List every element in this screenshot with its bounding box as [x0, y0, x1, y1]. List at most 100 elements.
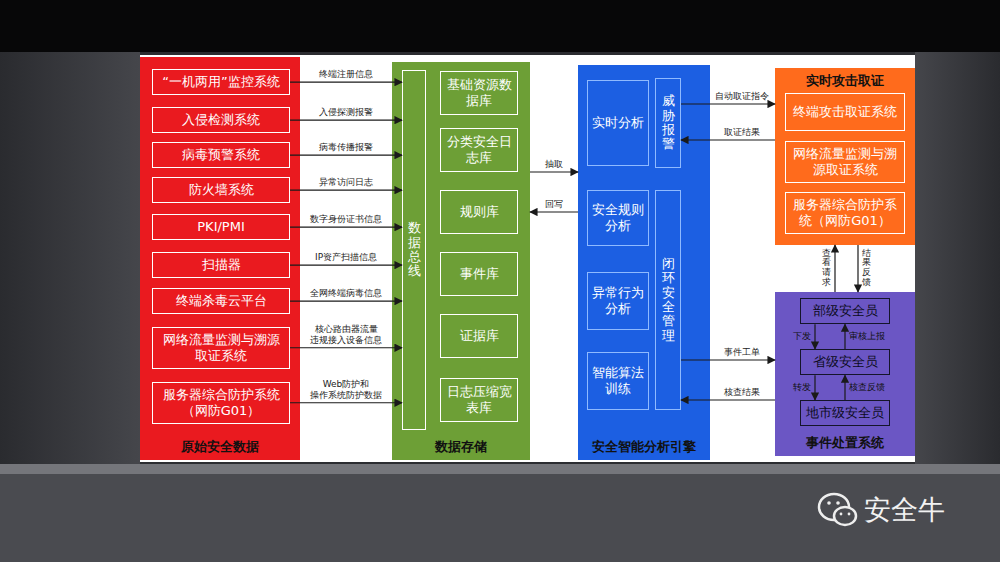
box-text: 异常行为分析: [592, 285, 644, 318]
box-text: 基础资源数据库: [445, 77, 513, 110]
database-box: 事件库: [440, 252, 518, 296]
arrow-connector: [290, 190, 402, 191]
arrow-connector: [290, 155, 402, 156]
panel-title: 实时攻击取证: [804, 68, 886, 94]
box-text: PKI/PMI: [197, 219, 244, 235]
box-text: 病毒预警系统: [182, 147, 260, 163]
edge-label: 核查结果: [724, 387, 760, 398]
panel-title: 数据存储: [433, 434, 489, 460]
arrow-connector: [290, 265, 402, 266]
arrow-connector: [290, 347, 402, 348]
box-text: 省级安全员: [813, 354, 878, 370]
edge-label: 终端注册信息: [319, 69, 373, 80]
wall-left: [0, 52, 140, 464]
edge-label: 核查反馈: [849, 382, 885, 393]
box-text: “一机两用”监控系统: [162, 74, 279, 90]
source-system-box: “一机两用”监控系统: [152, 69, 290, 95]
edge-label: 转发: [793, 382, 811, 393]
officer-box: 部级安全员: [800, 298, 890, 324]
alarm-bar: 威胁报警: [655, 78, 681, 168]
box-text: 证据库: [460, 328, 499, 344]
source-panel: 原始安全数据 “一机两用”监控系统入侵检测系统病毒预警系统防火墙系统 PKI/PMI…: [140, 57, 300, 460]
edge-label: 全网终端病毒信息: [310, 288, 382, 299]
edge-label: 入侵探测报警: [319, 107, 373, 118]
database-box: 证据库: [440, 314, 518, 358]
source-system-box: 网络流量监测与溯源取证系统: [152, 327, 290, 370]
box-text: 规则库: [460, 204, 499, 220]
box-text: 终端杀毒云平台: [176, 293, 267, 309]
screen: [140, 55, 915, 462]
edge-label: 事件工单: [724, 347, 760, 358]
analysis-box: 实时分析: [587, 80, 649, 166]
stage: [0, 474, 1000, 562]
box-text: 网络流量监测与溯源取证系统: [790, 146, 900, 179]
edge-label: 核心路由器流量 违规接入设备信息: [303, 324, 389, 346]
loop-management-bar: 闭环安全管理: [655, 190, 681, 410]
box-text: 实时分析: [592, 115, 644, 131]
edge-label: 异常访问日志: [319, 177, 373, 188]
source-system-box: PKI/PMI: [152, 214, 290, 240]
box-text: 服务器综合防护系统（网防G01）: [157, 387, 285, 420]
forensics-box: 网络流量监测与溯源取证系统: [785, 141, 905, 184]
edge-label: 结果反馈: [862, 249, 871, 289]
arrow-connector: [290, 120, 402, 121]
box-text: 威胁报警: [662, 94, 675, 151]
box-text: 数据总线: [408, 221, 421, 278]
edge-label: 查看请求: [822, 249, 831, 289]
officer-box: 省级安全员: [800, 349, 890, 375]
database-box: 基础资源数据库: [440, 71, 518, 115]
box-text: 闭环安全管理: [662, 257, 675, 343]
forensics-panel: 实时攻击取证终端攻击取证系统网络流量监测与溯源取证系统服务器综合防护系统（网防G…: [775, 68, 915, 245]
stage-edge: [0, 464, 1000, 474]
watermark: 安全牛: [864, 492, 945, 528]
arrow-connector: [530, 211, 578, 212]
box-text: 安全规则分析: [592, 202, 644, 235]
box-text: 事件库: [460, 266, 499, 282]
panel-title: 事件处置系统: [804, 430, 886, 456]
forensics-box: 终端攻击取证系统: [785, 93, 905, 131]
officer-box: 地市级安全员: [800, 400, 890, 426]
arrow-connector: [834, 245, 835, 292]
box-text: 分类安全日志库: [445, 134, 513, 167]
source-system-box: 病毒预警系统: [152, 142, 290, 168]
arrow-connector: [290, 301, 402, 302]
box-text: 部级安全员: [813, 303, 878, 319]
arrow-connector: [290, 227, 402, 228]
edge-label: 取证结果: [724, 127, 760, 138]
box-text: 服务器综合防护系统（网防G01）: [790, 197, 900, 230]
edge-label: 数字身份证书信息: [310, 214, 382, 225]
storage-panel: 数据存储 数据总线 基础资源数据库分类安全日志库规则库事件库证据库日志压缩宽表库: [392, 62, 530, 460]
source-system-box: 服务器综合防护系统（网防G01）: [152, 382, 290, 425]
response-panel: 事件处置系统 部级安全员省级安全员地市级安全员: [775, 292, 915, 456]
database-box: 日志压缩宽表库: [440, 378, 518, 422]
arrow-connector: [290, 82, 402, 83]
engine-panel: 安全智能分析引擎 实时分析 威胁报警安全规则分析异常行为分析智能算法训练闭环安全管理: [578, 65, 710, 460]
source-system-box: 终端杀毒云平台: [152, 288, 290, 314]
analysis-box: 异常行为分析: [587, 272, 649, 330]
box-text: 日志压缩宽表库: [445, 384, 513, 417]
analysis-box: 安全规则分析: [587, 190, 649, 246]
edge-label: 抽取: [545, 159, 563, 170]
box-text: 防火墙系统: [189, 182, 254, 198]
edge-label: Web防护和 操作系统防护数据: [303, 379, 389, 401]
edge-label: 回写: [545, 199, 563, 210]
panel-title: 原始安全数据: [179, 434, 261, 460]
wall-right: [915, 52, 1000, 464]
arrow-connector: [857, 245, 858, 292]
panel-title: 安全智能分析引擎: [590, 434, 698, 460]
box-text: 扫描器: [202, 257, 241, 273]
data-bus: 数据总线: [402, 70, 426, 430]
source-system-box: 扫描器: [152, 252, 290, 278]
box-text: 网络流量监测与溯源取证系统: [157, 332, 285, 365]
analysis-box: 智能算法训练: [587, 352, 649, 410]
forensics-box: 服务器综合防护系统（网防G01）: [785, 192, 905, 235]
ceiling: [0, 0, 1000, 52]
edge-label: 自动取证指令: [715, 91, 769, 102]
box-text: 入侵检测系统: [182, 112, 260, 128]
arrow-connector: [530, 171, 578, 172]
edge-label: 病毒传播报警: [319, 142, 373, 153]
box-text: 终端攻击取证系统: [793, 104, 897, 120]
source-system-box: 防火墙系统: [152, 177, 290, 203]
wechat-icon: [819, 494, 856, 525]
